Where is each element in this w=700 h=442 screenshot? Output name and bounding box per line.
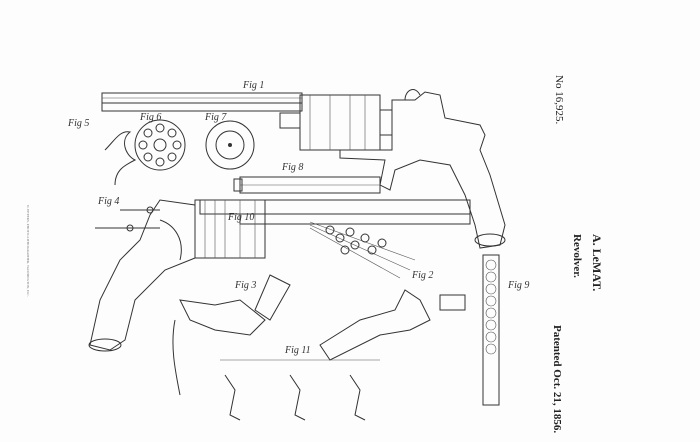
fig-label: Fig 10 [228,212,255,223]
patent-date: Patented Oct. 21, 1856. [551,325,563,434]
printer-credit: N. PETERS, PHOTO-LITHOGRAPHER, WASHINGTO… [26,205,30,297]
fig8-barrel [233,176,381,194]
fig-label: Fig 1 [243,80,265,91]
fig-label: Fig 8 [282,162,304,173]
fig6-cylinder-face [134,119,186,171]
fig2-hammer-assembly [319,289,466,361]
patent-number: No 16,925. [553,75,565,125]
fig4-parts [95,206,160,232]
fig3-grip-part [172,274,291,396]
inventor-name: A. LeMAT. [590,234,604,292]
fig-label: Fig 11 [285,345,311,356]
fig7-ratchet [205,120,255,170]
fig-label: Fig 3 [235,280,257,291]
fig-label: Fig 9 [508,280,530,291]
fig10-revolver-view [88,199,471,352]
fig11-lock-parts [220,359,380,421]
fig-label: Fig 5 [68,118,90,129]
fig-label: Fig 7 [205,112,227,123]
fig5-spring [104,131,137,186]
fig1-revolver-side-view [101,89,506,249]
invention-title: Revolver. [571,234,583,278]
fig-label: Fig 6 [140,112,162,123]
fig-label: Fig 2 [412,270,434,281]
fig-label: Fig 4 [98,196,120,207]
fig9-cartridge-tube [482,254,500,406]
